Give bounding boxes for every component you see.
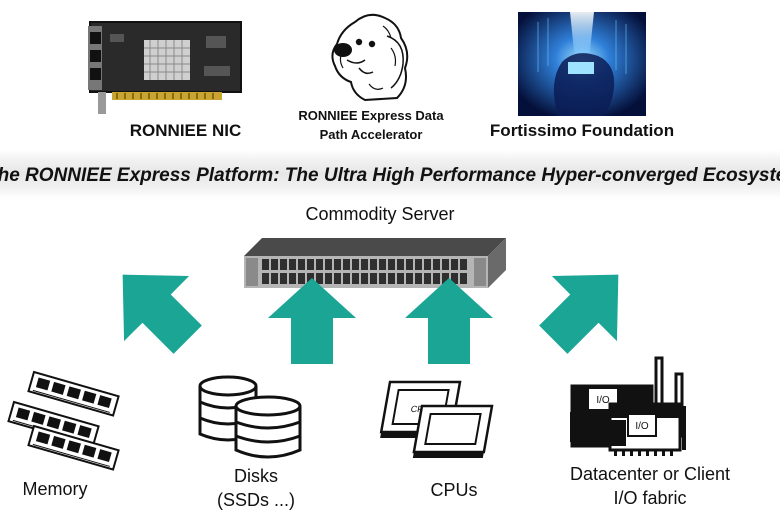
io-label-line2: I/O fabric: [613, 488, 687, 508]
glowing-head-icon: [518, 12, 646, 116]
rack-server-icon: [244, 238, 506, 288]
foundation-label: Fortissimo Foundation: [489, 121, 675, 140]
io-text-primary: I/O: [596, 395, 610, 406]
network-card-icon: [88, 21, 242, 114]
disks-label-line1: Disks: [234, 466, 278, 486]
io-cards-icon: I/O I/O: [570, 356, 686, 456]
disk-stack-icon: [198, 375, 302, 459]
accelerator-label-line2: Path Accelerator: [319, 127, 423, 142]
platform-banner-title: The RONNIEE Express Platform: The Ultra …: [0, 165, 780, 186]
cpu-chips-icon: CPU: [379, 380, 494, 458]
io-text-secondary: I/O: [635, 421, 649, 432]
server-label: Commodity Server: [305, 204, 455, 224]
io-label-line1: Datacenter or Client: [569, 464, 731, 484]
dog-logo-icon: [331, 13, 409, 102]
nic-label: RONNIEE NIC: [129, 121, 242, 140]
memory-label: Memory: [22, 479, 88, 499]
memory-modules-icon: [7, 370, 120, 471]
cpus-label: CPUs: [430, 480, 478, 500]
banner-background: [0, 150, 780, 198]
accelerator-label-line1: RONNIEE Express Data: [298, 108, 444, 123]
disks-label-line2: (SSDs ...): [216, 490, 295, 510]
